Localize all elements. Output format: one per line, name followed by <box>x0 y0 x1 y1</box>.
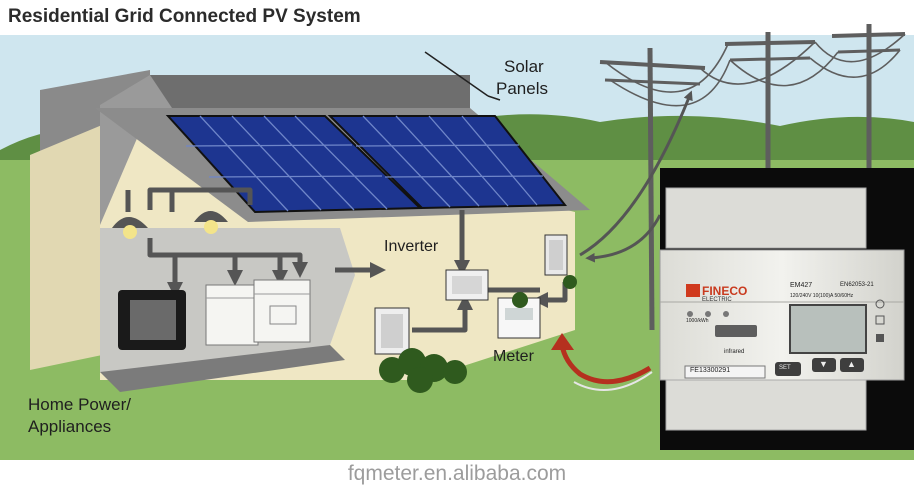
solar-label-line1: Solar <box>504 57 544 76</box>
solar-panels-label: Solar Panels <box>496 56 548 100</box>
footer-watermark: fqmeter.en.alibaba.com <box>347 462 567 485</box>
brand-logo <box>686 284 700 297</box>
meter-photo <box>659 168 914 450</box>
arrow-head-icon <box>551 333 574 350</box>
washer-icon <box>205 284 259 346</box>
lamp-icon <box>194 211 228 234</box>
meter-infrared-label: infrared <box>724 349 745 355</box>
meter-down-label: ▼ <box>819 359 828 369</box>
up-button <box>840 358 864 372</box>
solar-label-line2: Panels <box>496 79 548 98</box>
meter-label: Meter <box>493 348 534 365</box>
shrubs <box>379 275 577 393</box>
television-icon <box>118 290 186 350</box>
set-button <box>775 362 801 376</box>
meter-rating: 120/240V 10(100)A 50/60Hz <box>790 293 854 299</box>
lamp-icon <box>112 217 148 239</box>
meter-standard: EN62053-21 <box>840 282 874 288</box>
meter-serial: FE13300291 <box>690 367 731 374</box>
curved-arrow-icon <box>559 344 652 385</box>
meter-brand-sub: ELECTRIC <box>702 297 732 303</box>
solar-panel-array <box>165 51 568 214</box>
lcd-display <box>789 304 867 354</box>
meter-impulse-rate: 1000/kWh <box>686 318 709 324</box>
infrared-port <box>715 325 757 337</box>
meter-up-label: ▲ <box>847 359 856 369</box>
dryer-icon <box>253 279 311 343</box>
diagram-title: Residential Grid Connected PV System <box>8 6 361 27</box>
arrow-highlight <box>573 371 653 391</box>
down-button <box>812 358 836 372</box>
breaker-panel-icon <box>374 307 410 355</box>
inverter-icon <box>445 269 489 301</box>
utility-disconnect-icon <box>544 234 568 276</box>
home-label-line1: Home Power/ <box>28 395 131 414</box>
home-label-line2: Appliances <box>28 417 112 436</box>
home-appliances-label: Home Power/ Appliances <box>28 394 131 438</box>
utility-poles <box>599 24 906 331</box>
meter-brand: FINECO <box>702 284 748 298</box>
meter-set-label: SET <box>779 365 791 371</box>
wiring <box>125 90 693 333</box>
inverter-label: Inverter <box>384 238 439 255</box>
meter-model: EM427 <box>790 282 813 289</box>
